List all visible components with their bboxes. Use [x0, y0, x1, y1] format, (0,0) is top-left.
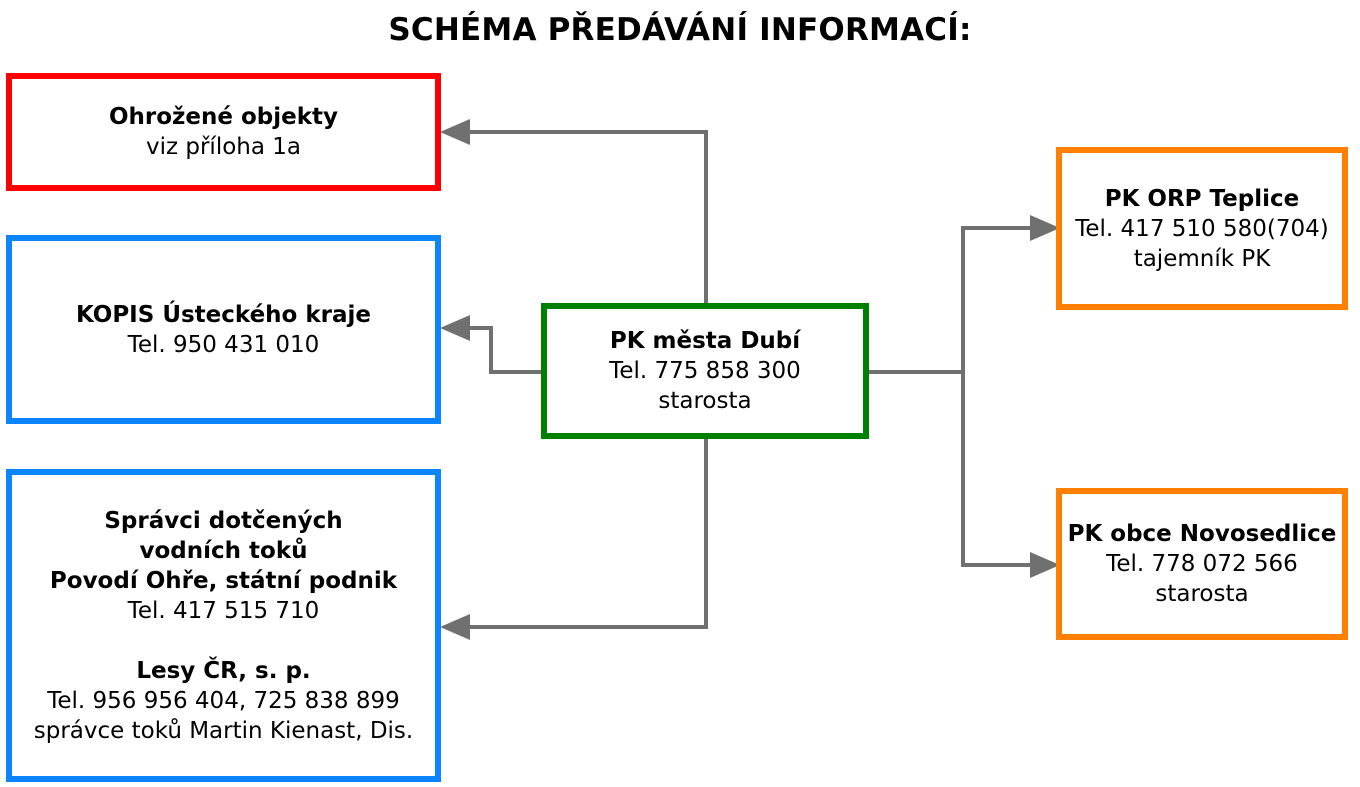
- box-pk-dubi: PK města Dubí Tel. 775 858 300 starosta: [541, 303, 869, 439]
- box-spravci-toku: Správci dotčených vodních toků Povodí Oh…: [6, 469, 441, 782]
- orp-role: tajemník PK: [1133, 245, 1271, 272]
- connector-to-ohrozene: [468, 130, 708, 305]
- arrow-head-spravci: [440, 614, 470, 640]
- arrow-head-kopis: [440, 315, 470, 341]
- ohrozene-note: viz příloha 1a: [145, 134, 301, 160]
- orp-name: PK ORP Teplice: [1104, 185, 1300, 212]
- box-kopis: KOPIS Ústeckého kraje Tel. 950 431 010: [6, 235, 441, 424]
- connector-to-kopis: [468, 326, 544, 374]
- spravci-org2-contact: správce toků Martin Kienast, Dis.: [33, 717, 414, 744]
- arrow-head-novosedlice: [1030, 552, 1060, 578]
- spravci-name-line1: Správci dotčených: [104, 507, 343, 534]
- page-title: SCHÉMA PŘEDÁVÁNÍ INFORMACÍ:: [388, 12, 972, 48]
- connector-to-spravci: [468, 437, 708, 629]
- novosedlice-role: starosta: [1155, 581, 1249, 607]
- connector-to-novosedlice: [961, 372, 1032, 567]
- novosedlice-name: PK obce Novosedlice: [1067, 521, 1337, 547]
- spravci-org1-phone: Tel. 417 515 710: [127, 597, 320, 624]
- spravci-org2-phone: Tel. 956 956 404, 725 838 899: [47, 687, 400, 714]
- spravci-org2: Lesy ČR, s. p.: [136, 657, 311, 684]
- kopis-phone: Tel. 950 431 010: [127, 331, 320, 358]
- ohrozene-name: Ohrožené objekty: [108, 104, 339, 130]
- orp-phone: Tel. 417 510 580(704): [1075, 215, 1329, 242]
- connector-to-orp: [961, 226, 1032, 372]
- kopis-name: KOPIS Ústeckého kraje: [75, 301, 372, 328]
- spravci-name-line2: vodních toků: [139, 537, 308, 564]
- center-phone: Tel. 775 858 300: [609, 358, 801, 384]
- box-pk-orp-teplice: PK ORP Teplice Tel. 417 510 580(704) taj…: [1056, 147, 1348, 310]
- box-ohrozene-objekty: Ohrožené objekty viz příloha 1a: [6, 73, 441, 191]
- center-role: starosta: [658, 388, 752, 414]
- arrow-head-orp: [1030, 215, 1060, 241]
- spravci-org1: Povodí Ohře, státní podnik: [49, 567, 398, 594]
- novosedlice-phone: Tel. 778 072 566: [1106, 551, 1298, 577]
- box-pk-novosedlice: PK obce Novosedlice Tel. 778 072 566 sta…: [1056, 488, 1348, 640]
- center-name: PK města Dubí: [609, 328, 801, 354]
- arrow-head-ohrozene: [440, 119, 470, 145]
